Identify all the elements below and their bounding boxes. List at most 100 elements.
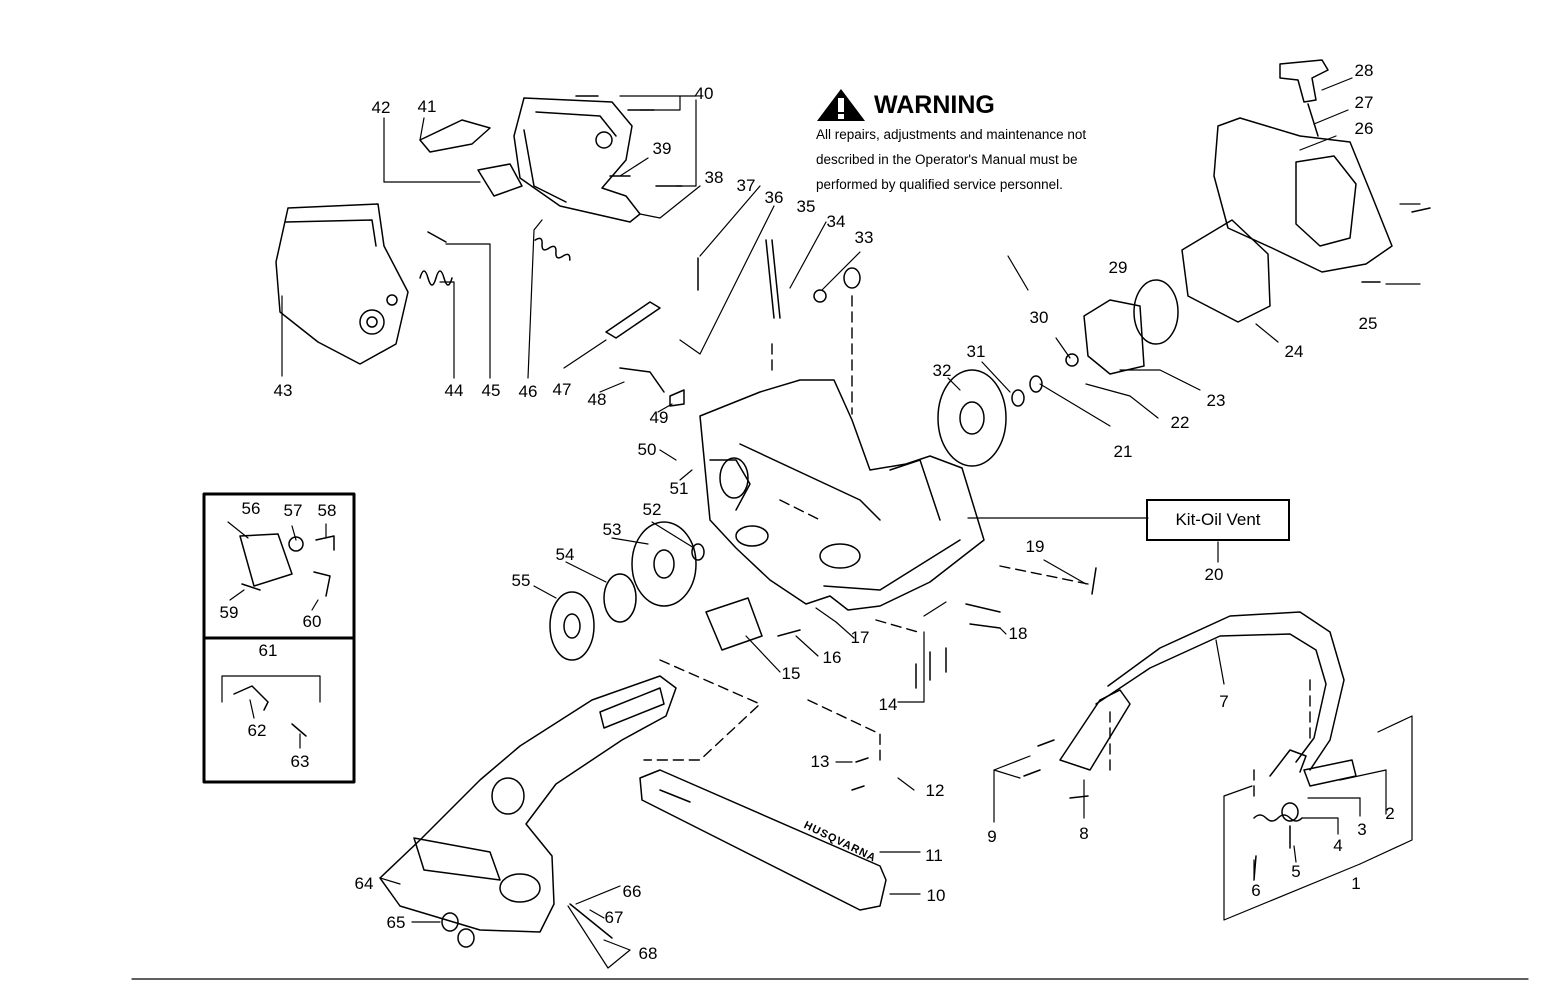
part-number-8: 8: [1079, 824, 1089, 843]
part-number-61: 61: [258, 641, 278, 660]
warning-line: performed by qualified service personnel…: [816, 177, 1063, 192]
throttle-rod-drawing: [605, 301, 661, 339]
part-number-52: 52: [642, 500, 662, 519]
part-number-4: 4: [1333, 836, 1343, 855]
part-number-63: 63: [290, 752, 310, 771]
part-number-60: 60: [302, 612, 322, 631]
starter-housing-drawing: [1181, 117, 1393, 323]
part-number-36: 36: [764, 188, 784, 207]
part-number-18: 18: [1008, 624, 1028, 643]
part-number-34: 34: [826, 212, 846, 231]
sprocket-cover-drawing: [379, 675, 677, 933]
part-number-47: 47: [552, 380, 572, 399]
part-number-57: 57: [283, 501, 303, 520]
trigger-drawing: [419, 119, 491, 153]
part-number-6: 6: [1251, 881, 1261, 900]
clutch-55-drawing: [549, 591, 595, 661]
part-number-35: 35: [796, 197, 816, 216]
part-number-12: 12: [925, 781, 945, 800]
assembly-dash-lines: [643, 295, 1311, 801]
part-number-7: 7: [1219, 692, 1229, 711]
part-number-22: 22: [1170, 413, 1190, 432]
part-number-29: 29: [1108, 258, 1128, 277]
part-number-67: 67: [604, 908, 624, 927]
part-number-27: 27: [1354, 93, 1374, 112]
part-number-49: 49: [649, 408, 669, 427]
part-number-37: 37: [736, 176, 756, 195]
part-number-58: 58: [317, 501, 337, 520]
part-number-46: 46: [518, 382, 538, 401]
part-number-15: 15: [781, 664, 801, 683]
guide-bar-drawing: [639, 769, 887, 911]
part-number-31: 31: [966, 342, 986, 361]
part-number-56: 56: [241, 499, 261, 518]
part-number-43: 43: [273, 381, 293, 400]
warning-line: described in the Operator's Manual must …: [816, 152, 1078, 167]
part-number-59: 59: [219, 603, 239, 622]
part-number-24: 24: [1284, 342, 1304, 361]
part-number-23: 23: [1206, 391, 1226, 410]
spring-44-drawing: [419, 270, 453, 286]
part-number-30: 30: [1029, 308, 1049, 327]
part-number-39: 39: [652, 139, 672, 158]
part-number-28: 28: [1354, 61, 1374, 80]
part-number-13: 13: [810, 752, 830, 771]
part-number-55: 55: [511, 571, 531, 590]
part-number-1: 1: [1351, 874, 1361, 893]
washer-31-drawing: [1011, 389, 1025, 407]
part-number-44: 44: [444, 381, 464, 400]
part-number-26: 26: [1354, 119, 1374, 138]
part-number-42: 42: [371, 98, 391, 117]
part-number-53: 53: [602, 520, 622, 539]
part-number-51: 51: [669, 479, 689, 498]
part-number-9: 9: [987, 827, 997, 846]
part-number-3: 3: [1357, 820, 1367, 839]
part-number-11: 11: [925, 846, 943, 865]
part-number-25: 25: [1358, 314, 1378, 333]
part-number-50: 50: [637, 440, 657, 459]
part-number-64: 64: [354, 874, 374, 893]
pulley-29-drawing: [1133, 279, 1179, 345]
part-number-33: 33: [854, 228, 874, 247]
inset-box-lower: [202, 636, 356, 784]
crankcase-drawing: [699, 379, 985, 611]
part-number-41: 41: [417, 97, 437, 116]
part-number-40: 40: [694, 84, 714, 103]
part-number-5: 5: [1291, 862, 1301, 881]
spring-46-drawing: [534, 237, 571, 261]
washer-52-drawing: [691, 543, 705, 561]
part-number-2: 2: [1385, 804, 1395, 823]
starter-grip-drawing: [1279, 59, 1329, 103]
part-number-65: 65: [386, 913, 406, 932]
warning-line: All repairs, adjustments and maintenance…: [816, 127, 1087, 142]
starter-pawl-drawing: [1083, 299, 1145, 375]
part-number-10: 10: [926, 886, 946, 905]
rear-handle-drawing: [275, 203, 409, 365]
sprocket-54-drawing: [603, 573, 637, 623]
part-number-48: 48: [587, 390, 607, 409]
part-number-20: 20: [1204, 565, 1224, 584]
warning-notice: WARNING All repairs, adjustments and mai…: [816, 88, 1136, 197]
chain-plate-drawing: [705, 597, 763, 651]
stud-35-drawing: [765, 239, 775, 319]
clutch-drum-drawing: [631, 521, 697, 607]
warning-triangle-icon: [817, 89, 865, 121]
leader-lines: [221, 77, 1421, 969]
part-number-68: 68: [638, 944, 658, 963]
trigger-latch-drawing: [477, 163, 523, 197]
part-number-16: 16: [822, 648, 842, 667]
part-number-19: 19: [1025, 537, 1045, 556]
part-number-21: 21: [1113, 442, 1133, 461]
part-number-32: 32: [932, 361, 952, 380]
warning-header: WARNING: [816, 88, 1136, 122]
warning-title: WARNING: [874, 90, 995, 119]
part-number-14: 14: [878, 695, 898, 714]
part-number-66: 66: [622, 882, 642, 901]
kit-oil-vent-label: Kit-Oil Vent: [1146, 499, 1290, 541]
part-number-17: 17: [850, 628, 870, 647]
flywheel-drawing: [937, 369, 1007, 467]
part-number-38: 38: [704, 168, 724, 187]
front-handle-drawing: [1059, 611, 1345, 777]
part-number-45: 45: [481, 381, 501, 400]
